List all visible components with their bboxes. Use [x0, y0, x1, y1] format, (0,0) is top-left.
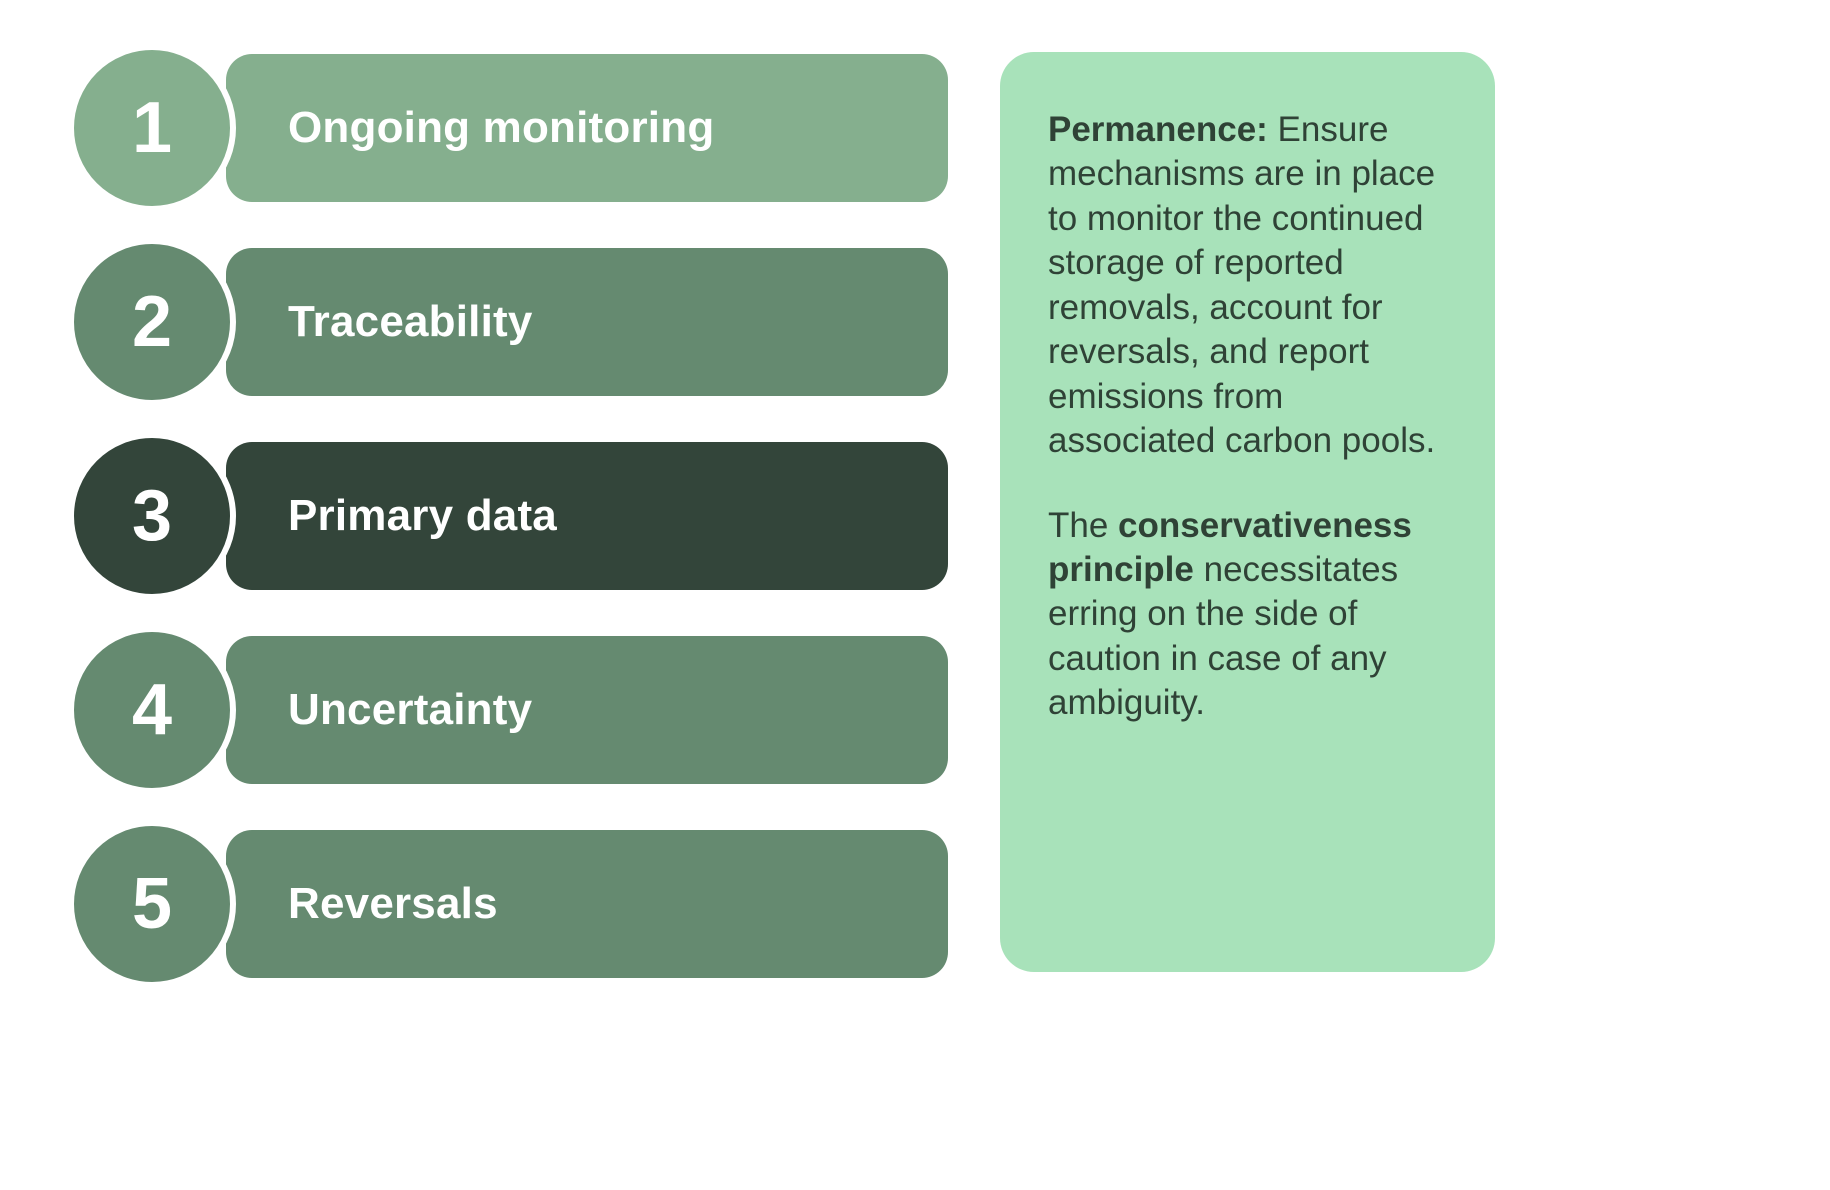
note-panel: Permanence: Ensure mechanisms are in pla… [1000, 52, 1495, 972]
step-row-2[interactable]: Traceability 2 [68, 238, 948, 406]
step-number-2: 2 [131, 282, 173, 362]
step-bar-4[interactable]: Uncertainty [226, 636, 948, 784]
step-label-2: Traceability [288, 297, 533, 346]
step-bar-5[interactable]: Reversals [226, 830, 948, 978]
step-bar-1[interactable]: Ongoing monitoring [226, 54, 948, 202]
step-circle-1[interactable]: 1 [68, 44, 236, 212]
step-label-4: Uncertainty [288, 685, 533, 734]
note-prefix-conservativeness: The [1048, 505, 1119, 545]
step-number-5: 5 [131, 864, 173, 944]
step-row-3[interactable]: Primary data 3 [68, 432, 948, 600]
step-label-3: Primary data [288, 491, 557, 540]
note-emphasis-conservativeness: conservativeness principle [1048, 505, 1412, 589]
step-number-4: 4 [131, 670, 173, 750]
note-body-conservativeness: necessitates erring on the side of cauti… [1048, 549, 1399, 723]
step-row-5[interactable]: Reversals 5 [68, 820, 948, 988]
step-circle-5[interactable]: 5 [68, 820, 236, 988]
step-bar-2[interactable]: Traceability [226, 248, 948, 396]
step-circle-4[interactable]: 4 [68, 626, 236, 794]
step-label-1: Ongoing monitoring [288, 103, 715, 152]
step-bar-3[interactable]: Primary data [226, 442, 948, 590]
step-row-1[interactable]: Ongoing monitoring 1 [68, 44, 948, 212]
step-circle-3[interactable]: 3 [68, 432, 236, 600]
step-label-5: Reversals [288, 879, 498, 928]
step-row-4[interactable]: Uncertainty 4 [68, 626, 948, 794]
step-number-1: 1 [131, 88, 173, 168]
note-body-permanence: Ensure mechanisms are in place to monito… [1048, 110, 1436, 461]
note-paragraph-permanence: Permanence: Ensure mechanisms are in pla… [1048, 108, 1443, 464]
step-list: Ongoing monitoring 1 Traceability 2 Prim… [68, 44, 948, 1190]
note-lead-permanence: Permanence: [1048, 110, 1268, 149]
step-number-3: 3 [131, 476, 173, 556]
step-circle-2[interactable]: 2 [68, 238, 236, 406]
note-paragraph-conservativeness: The conservativeness principle necessita… [1048, 504, 1443, 726]
